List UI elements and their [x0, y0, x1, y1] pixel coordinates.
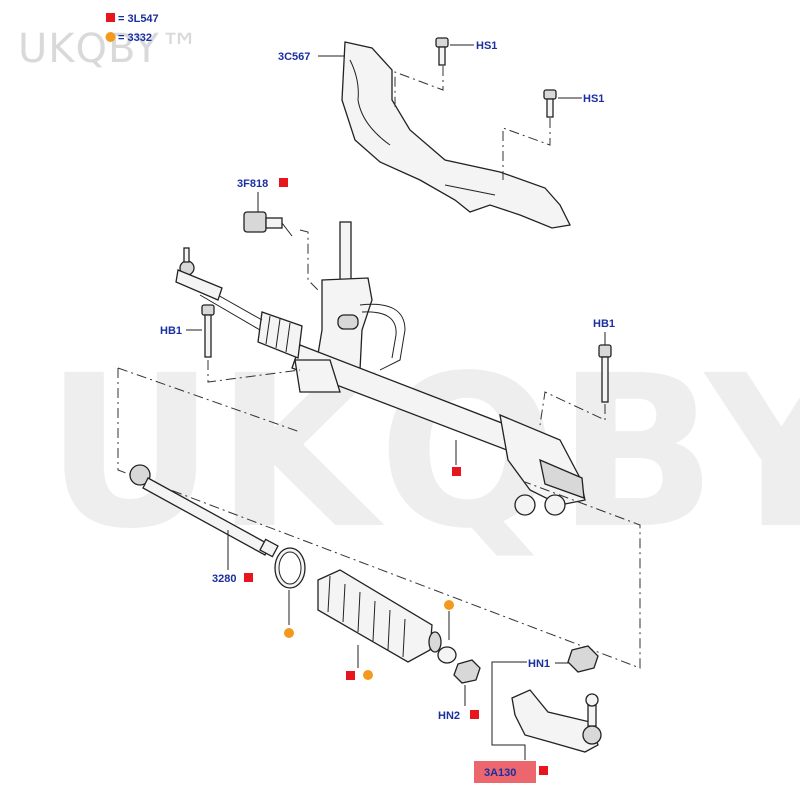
marker-red-3a130: [539, 766, 548, 775]
boot-clamp-part: [274, 547, 306, 638]
tie-rod-end-highlight: [474, 761, 536, 783]
callout-hn1: HN1: [528, 658, 550, 670]
marker-red-rack: [452, 467, 461, 476]
rack-boot-part: [317, 569, 442, 680]
legend-orange-dot: [105, 32, 116, 42]
bolt-hb1-left: HB1: [160, 304, 301, 383]
bolt-hb1-right: HB1: [539, 318, 615, 426]
heat-shield-part: 3C567: [278, 41, 571, 229]
marker-red-3280: [244, 573, 253, 582]
steering-rack-assembly: [175, 221, 586, 516]
marker-red-3f818: [279, 178, 288, 187]
callout-3a130: 3A130: [484, 767, 516, 779]
marker-orange-boot: [363, 670, 373, 680]
bolt-hs1-mid: HS1: [502, 89, 604, 180]
callout-hs1-mid: HS1: [583, 93, 604, 105]
small-clamp-part: [437, 600, 457, 664]
lock-nut-hn2: HN2: [438, 659, 481, 722]
bolt-hs1-top: HS1: [394, 37, 497, 110]
legend: = 3L547 = 3332: [105, 13, 159, 44]
marker-red-boot: [346, 671, 355, 680]
legend-label-3l547: = 3L547: [118, 13, 159, 25]
nut-hn1: HN1: [528, 645, 599, 673]
marker-orange-clamp: [284, 628, 294, 638]
callout-hb1-right: HB1: [593, 318, 615, 330]
marker-orange-small-clamp: [444, 600, 454, 610]
inner-tie-rod-part: 3280: [129, 464, 279, 585]
callout-3c567: 3C567: [278, 51, 310, 63]
tie-rod-end-part: 3A130: [474, 661, 602, 783]
callout-hb1-left: HB1: [160, 325, 182, 337]
marker-red-hn2: [470, 710, 479, 719]
sensor-part: 3F818: [237, 178, 319, 291]
legend-red-square: [106, 13, 115, 22]
callout-3f818: 3F818: [237, 178, 268, 190]
callout-hn2: HN2: [438, 710, 460, 722]
legend-label-3332: = 3332: [118, 32, 152, 44]
callout-3280: 3280: [212, 573, 236, 585]
callout-hs1-top: HS1: [476, 40, 497, 52]
watermark-large: UKQBY™: [45, 330, 800, 575]
